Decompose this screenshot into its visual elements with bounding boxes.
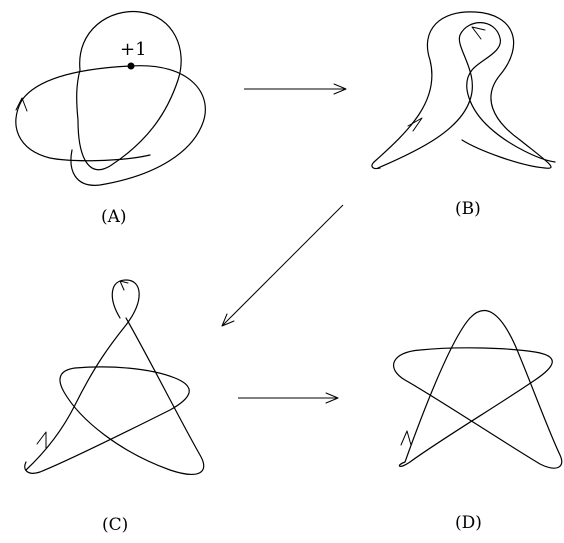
curve-b-outer (373, 11, 552, 169)
curve-d-star (393, 309, 563, 469)
arrow-c-to-d (238, 392, 339, 404)
label-a: (A) (101, 207, 127, 227)
orientation-arrow-c-top (119, 280, 129, 291)
curve-a-loop-left (15, 65, 151, 162)
orientation-arrow-b-lower (407, 117, 423, 132)
label-d: (D) (455, 513, 482, 533)
panel-c: (C) (24, 279, 205, 535)
arrow-b-to-c (221, 204, 344, 327)
panel-d: (D) (393, 309, 563, 533)
marked-point-label: +1 (120, 39, 147, 60)
curve-a-loop-upper (76, 10, 182, 171)
curve-b-tail (371, 161, 381, 170)
marked-point (127, 62, 135, 70)
curve-c-top-loop (25, 279, 140, 471)
orientation-arrow-b-upper (471, 26, 486, 40)
orientation-arrow-d (400, 430, 412, 446)
curve-c-left-wing (24, 317, 205, 475)
label-c: (C) (102, 515, 128, 535)
panel-a: +1 (A) (15, 10, 206, 227)
orientation-arrow-a (15, 97, 28, 112)
curve-a-loop-right (70, 65, 206, 186)
panel-b: (B) (371, 11, 556, 219)
orientation-arrow-c (36, 431, 47, 449)
curve-b-inner (377, 22, 556, 169)
arrow-a-to-b (244, 83, 347, 95)
label-b: (B) (455, 199, 481, 219)
